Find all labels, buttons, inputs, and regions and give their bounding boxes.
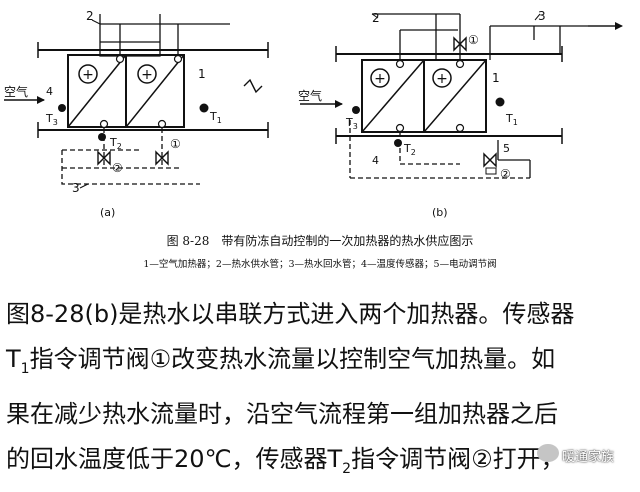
sensor-t2-a: [98, 133, 106, 141]
supply-pipe-leader-b: [371, 13, 379, 19]
figure-caption-legend: 1—空气加热器；2—热水供水管；3—热水回水管；4—温度传感器；5—电动调节阀: [143, 259, 497, 270]
label-1-a: 1: [198, 67, 206, 81]
figure-caption-title: 图 8-28 带有防冻自动控制的一次加热器的热水供应图示: [166, 234, 474, 248]
label-t2-a: T2: [109, 136, 122, 151]
return-pipe-a: [61, 128, 200, 185]
pipe-nozzle-1-a: [115, 54, 125, 64]
pipe-nozzle-2-b: [455, 59, 465, 69]
panel-a: + + 2 3 1 4 空气 T3 T1 T2 ① ②: [4, 9, 269, 219]
heater-2-a: [125, 54, 185, 128]
heater-diagram: + + 2 3 1 4 空气 T3 T1 T2 ① ②: [4, 9, 623, 219]
label-1-b: 1: [492, 71, 500, 85]
label-air-a: 空气: [4, 84, 28, 99]
valve-2-b: [483, 152, 497, 168]
valve-actuator-b: [485, 167, 497, 175]
fan-icon-1-a: [78, 64, 98, 84]
heater-diagonal-1-a: [67, 54, 127, 128]
return-pipe-leader-b: [534, 13, 541, 21]
label-t3-b: T3: [345, 116, 358, 131]
return-pipe-leader-a: [79, 183, 89, 189]
sensor-t1-a: [199, 103, 209, 113]
body-line-2: T1指令调节阀①改变热水流量以控制空气加热量。如: [6, 345, 556, 377]
fan-plus-2-a: +: [141, 67, 153, 83]
heater-diagonal-2-b: [423, 59, 487, 133]
body-line-3: 果在减少热水流量时，沿空气流程第一组加热器之后: [6, 399, 558, 428]
label-3-a: 3: [72, 181, 80, 195]
heater-diagonal-2-a: [125, 54, 185, 128]
panel-label-b: (b): [432, 206, 448, 219]
pipe-nozzle-3-a: [99, 119, 109, 129]
label-t3-a: T3: [45, 112, 58, 127]
heater-diagonal-1-b: [361, 59, 425, 133]
label-t1-b: T1: [505, 112, 518, 127]
label-3-b: 3: [538, 9, 546, 23]
sensor-t1-b: [495, 97, 505, 107]
supply-pipe-leader-a: [91, 19, 101, 25]
valve-1-b: [453, 36, 467, 52]
bottom-pipe-b: [349, 120, 530, 179]
body-line-4: 的回水温度低于20℃，传感器T2指令调节阀②打开，: [6, 444, 565, 477]
label-5-b: 5: [503, 142, 510, 155]
label-valve2-a: ②: [112, 161, 123, 175]
pipe-nozzle-1-b: [395, 59, 405, 69]
panel-label-a: (a): [100, 206, 115, 219]
label-valve1-b: ①: [468, 33, 479, 47]
watermark-text: 暖通家族: [562, 450, 615, 465]
watermark-logo-icon: [537, 444, 559, 462]
valve-1-a: [155, 150, 169, 166]
valve-2-a: [97, 150, 111, 166]
label-2-b: 2: [372, 11, 380, 25]
heater-2-b: [423, 59, 487, 133]
pipe-nozzle-4-b: [455, 123, 465, 133]
label-air-b: 空气: [298, 88, 322, 103]
panel-b: + + 2 3 1 4 5 空气 T3: [298, 9, 623, 219]
fan-icon-2-a: [137, 64, 157, 84]
label-valve2-b: ②: [500, 167, 511, 181]
sensor-t2-b: [394, 139, 402, 147]
sensor-t3-a: [58, 104, 66, 112]
air-break-mark-right-a: [243, 78, 263, 94]
fan-plus-1-a: +: [82, 67, 94, 83]
label-valve1-a: ①: [170, 137, 181, 151]
sensor-t3-b: [352, 106, 360, 114]
label-2-a: 2: [86, 9, 94, 23]
fan-plus-2-b: +: [436, 71, 448, 87]
pipe-nozzle-3-b: [395, 123, 405, 133]
bypass-pipe-b: [497, 140, 531, 178]
label-t1-a: T1: [209, 110, 222, 125]
label-4-b: 4: [372, 154, 379, 167]
label-t2-b: T2: [403, 142, 416, 157]
fan-icon-1-b: [370, 68, 390, 88]
body-paragraph: 图8-28(b)是热水以串联方式进入两个加热器。传感器 T1指令调节阀①改变热水…: [6, 292, 638, 492]
pipe-nozzle-4-a: [157, 119, 167, 129]
body-line-1: 图8-28(b)是热水以串联方式进入两个加热器。传感器: [6, 300, 575, 328]
supply-pipe-b: [372, 13, 461, 60]
fan-icon-2-b: [432, 68, 452, 88]
pipe-nozzle-2-a: [173, 54, 183, 64]
supply-pipe-a: [99, 14, 161, 57]
fan-plus-1-b: +: [374, 71, 386, 87]
label-4-a: 4: [46, 85, 53, 98]
